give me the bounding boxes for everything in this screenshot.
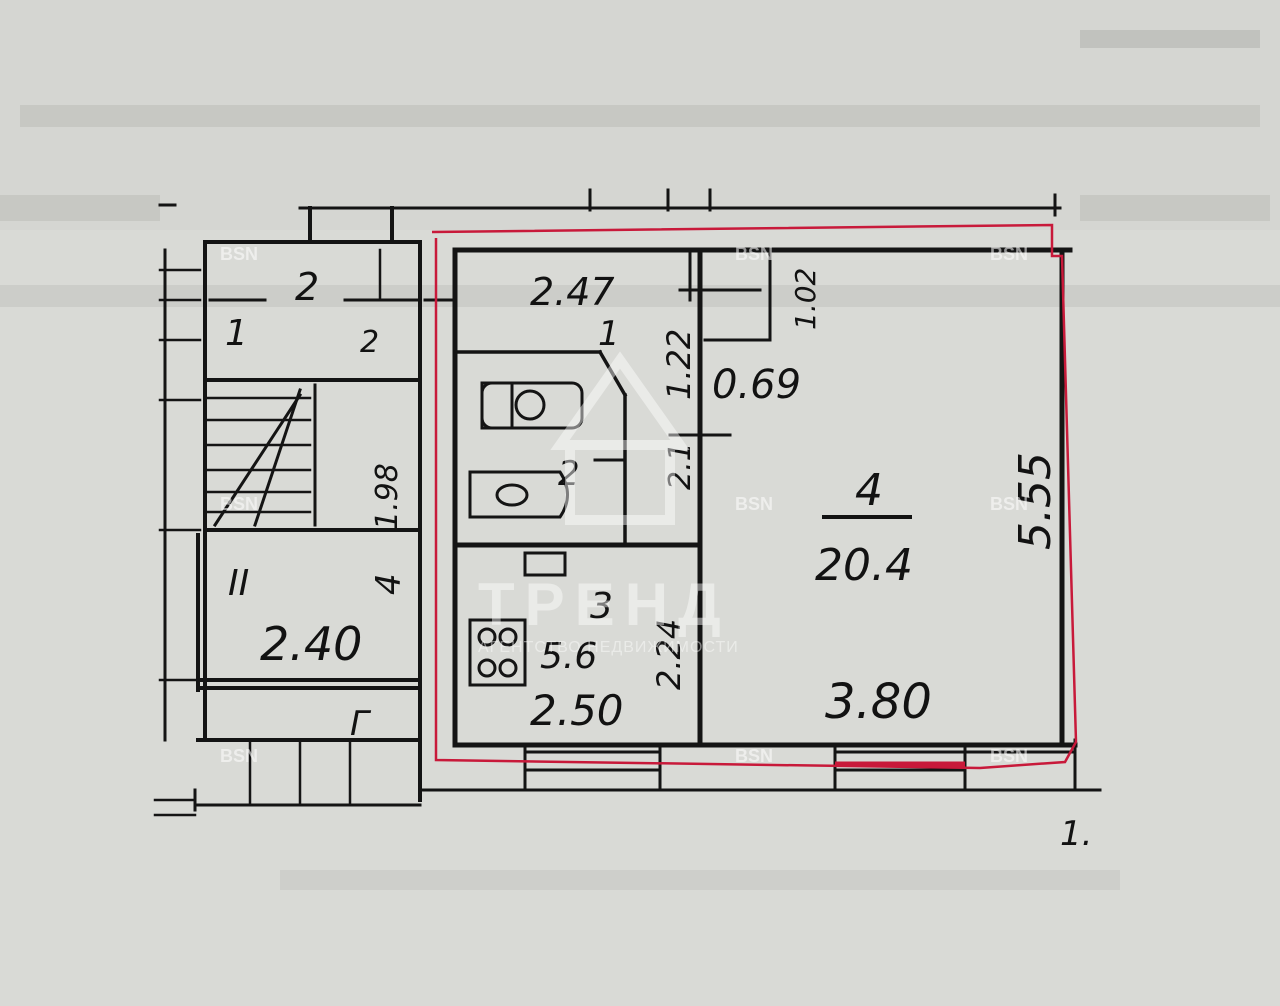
apartment-walls	[423, 247, 1078, 748]
apartment-red-outline	[431, 223, 1078, 770]
room1-area: 2.47	[530, 270, 615, 314]
bsn-watermark: BSN	[220, 494, 258, 514]
stair-label-II: II	[228, 563, 249, 604]
bathroom-fixtures	[468, 381, 627, 519]
stairwell	[153, 206, 1102, 817]
bsn-watermark: BSN	[220, 244, 258, 264]
bsn-watermark: BSN	[990, 494, 1028, 514]
watermarks: BSN BSN BSN BSN BSN BSN BSN BSN BSN	[220, 244, 1028, 766]
bsn-watermark: BSN	[990, 244, 1028, 264]
stair-label-G: Г	[350, 704, 372, 744]
closet-dimension: 1.02	[789, 268, 822, 330]
top-dimension-line	[158, 188, 1062, 217]
bsn-watermark: BSN	[735, 494, 773, 514]
stair-dimension: 2.40	[260, 617, 362, 671]
bsn-watermark: BSN	[735, 746, 773, 766]
room1-number: 1	[598, 314, 620, 354]
bsn-watermark: BSN	[990, 746, 1028, 766]
room4-depth: 5.55	[1010, 452, 1061, 550]
stair-labels: 2 1 2 1.98 II 4 2.40 Г 1.	[225, 265, 1092, 854]
room1-width: 1.22	[660, 329, 698, 400]
bsn-watermark: BSN	[735, 244, 773, 264]
bsn-watermark: BSN	[220, 746, 258, 766]
room4-area: 20.4	[815, 540, 913, 591]
trend-watermark: ТРЕНД	[478, 571, 731, 638]
room3-width: 2.50	[530, 686, 624, 735]
room3-area: 5.6	[540, 636, 597, 677]
room-labels: 2.47 1 1.22 2 2.1 3 5.6 2.50 2.24 0.69 1…	[530, 268, 1061, 735]
house-icon	[550, 351, 690, 450]
room2-number: 2	[558, 454, 580, 494]
room4-number: 4	[855, 465, 883, 516]
paper-shade-top	[0, 0, 1280, 230]
kitchen-stove	[468, 551, 567, 687]
room4-fraction-bar	[822, 515, 912, 519]
trend-watermark-subtitle: АГЕНТСТВО НЕДВИЖИМОСТИ	[478, 639, 739, 656]
stair-label-top: 2	[295, 265, 319, 309]
corner-mark: 1.	[1060, 814, 1092, 854]
stair-label-4: 4	[369, 573, 409, 595]
bleed-through-text	[0, 30, 1280, 890]
stair-label-left: 1	[225, 313, 248, 354]
room4-width: 3.80	[825, 674, 932, 730]
room2-width: 2.1	[663, 442, 698, 490]
trend-logo: ТРЕНД АГЕНТСТВО НЕДВИЖИМОСТИ	[478, 351, 739, 656]
stair-dim-vertical: 1.98	[370, 463, 405, 530]
room3-depth: 2.24	[650, 619, 688, 690]
closet-area: 0.69	[712, 362, 801, 408]
room3-number: 3	[590, 586, 613, 627]
stair-label-right: 2	[360, 325, 379, 360]
